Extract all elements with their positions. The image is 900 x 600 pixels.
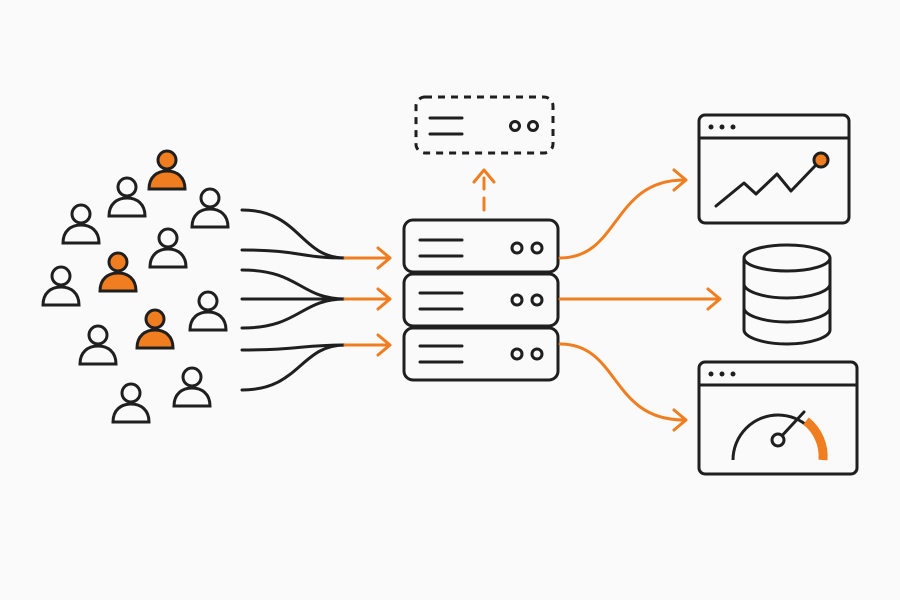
connector-line [240, 208, 347, 260]
server-rack-icon [402, 218, 560, 382]
arrow-right-icon [343, 287, 392, 311]
user-icon [111, 382, 151, 424]
user-icon [107, 176, 147, 218]
server-unit [402, 272, 560, 328]
dashed-server-icon [414, 95, 555, 155]
output-connectors [558, 168, 722, 432]
user-highlighted-icon [147, 149, 187, 191]
user-icon [190, 187, 230, 229]
arrow-right-icon [343, 246, 392, 270]
user-highlighted-icon [135, 308, 175, 350]
connector-line [240, 248, 347, 260]
server-unit [402, 326, 560, 382]
user-icon [61, 203, 101, 245]
user-cluster [41, 149, 230, 424]
connector-line [240, 297, 347, 330]
user-icon [148, 227, 188, 269]
arrow-to-storage [558, 287, 722, 311]
incoming-connectors [240, 208, 347, 392]
user-icon [41, 265, 81, 307]
arrow-to-monitoring [558, 342, 688, 432]
gauge-window-icon [697, 360, 859, 476]
database-icon [742, 243, 832, 346]
user-icon [172, 366, 212, 408]
arrow-to-analytics [558, 168, 688, 260]
server-unit [402, 218, 560, 274]
arrow-right-icon [343, 333, 392, 357]
connector-line [240, 268, 347, 301]
scale-up-arrow-icon [472, 168, 496, 212]
connector-line [240, 343, 347, 392]
user-icon [78, 324, 118, 366]
user-highlighted-icon [98, 251, 138, 293]
server-input-arrows [343, 246, 392, 357]
user-icon [188, 290, 228, 332]
line-chart-window-icon [697, 113, 851, 225]
